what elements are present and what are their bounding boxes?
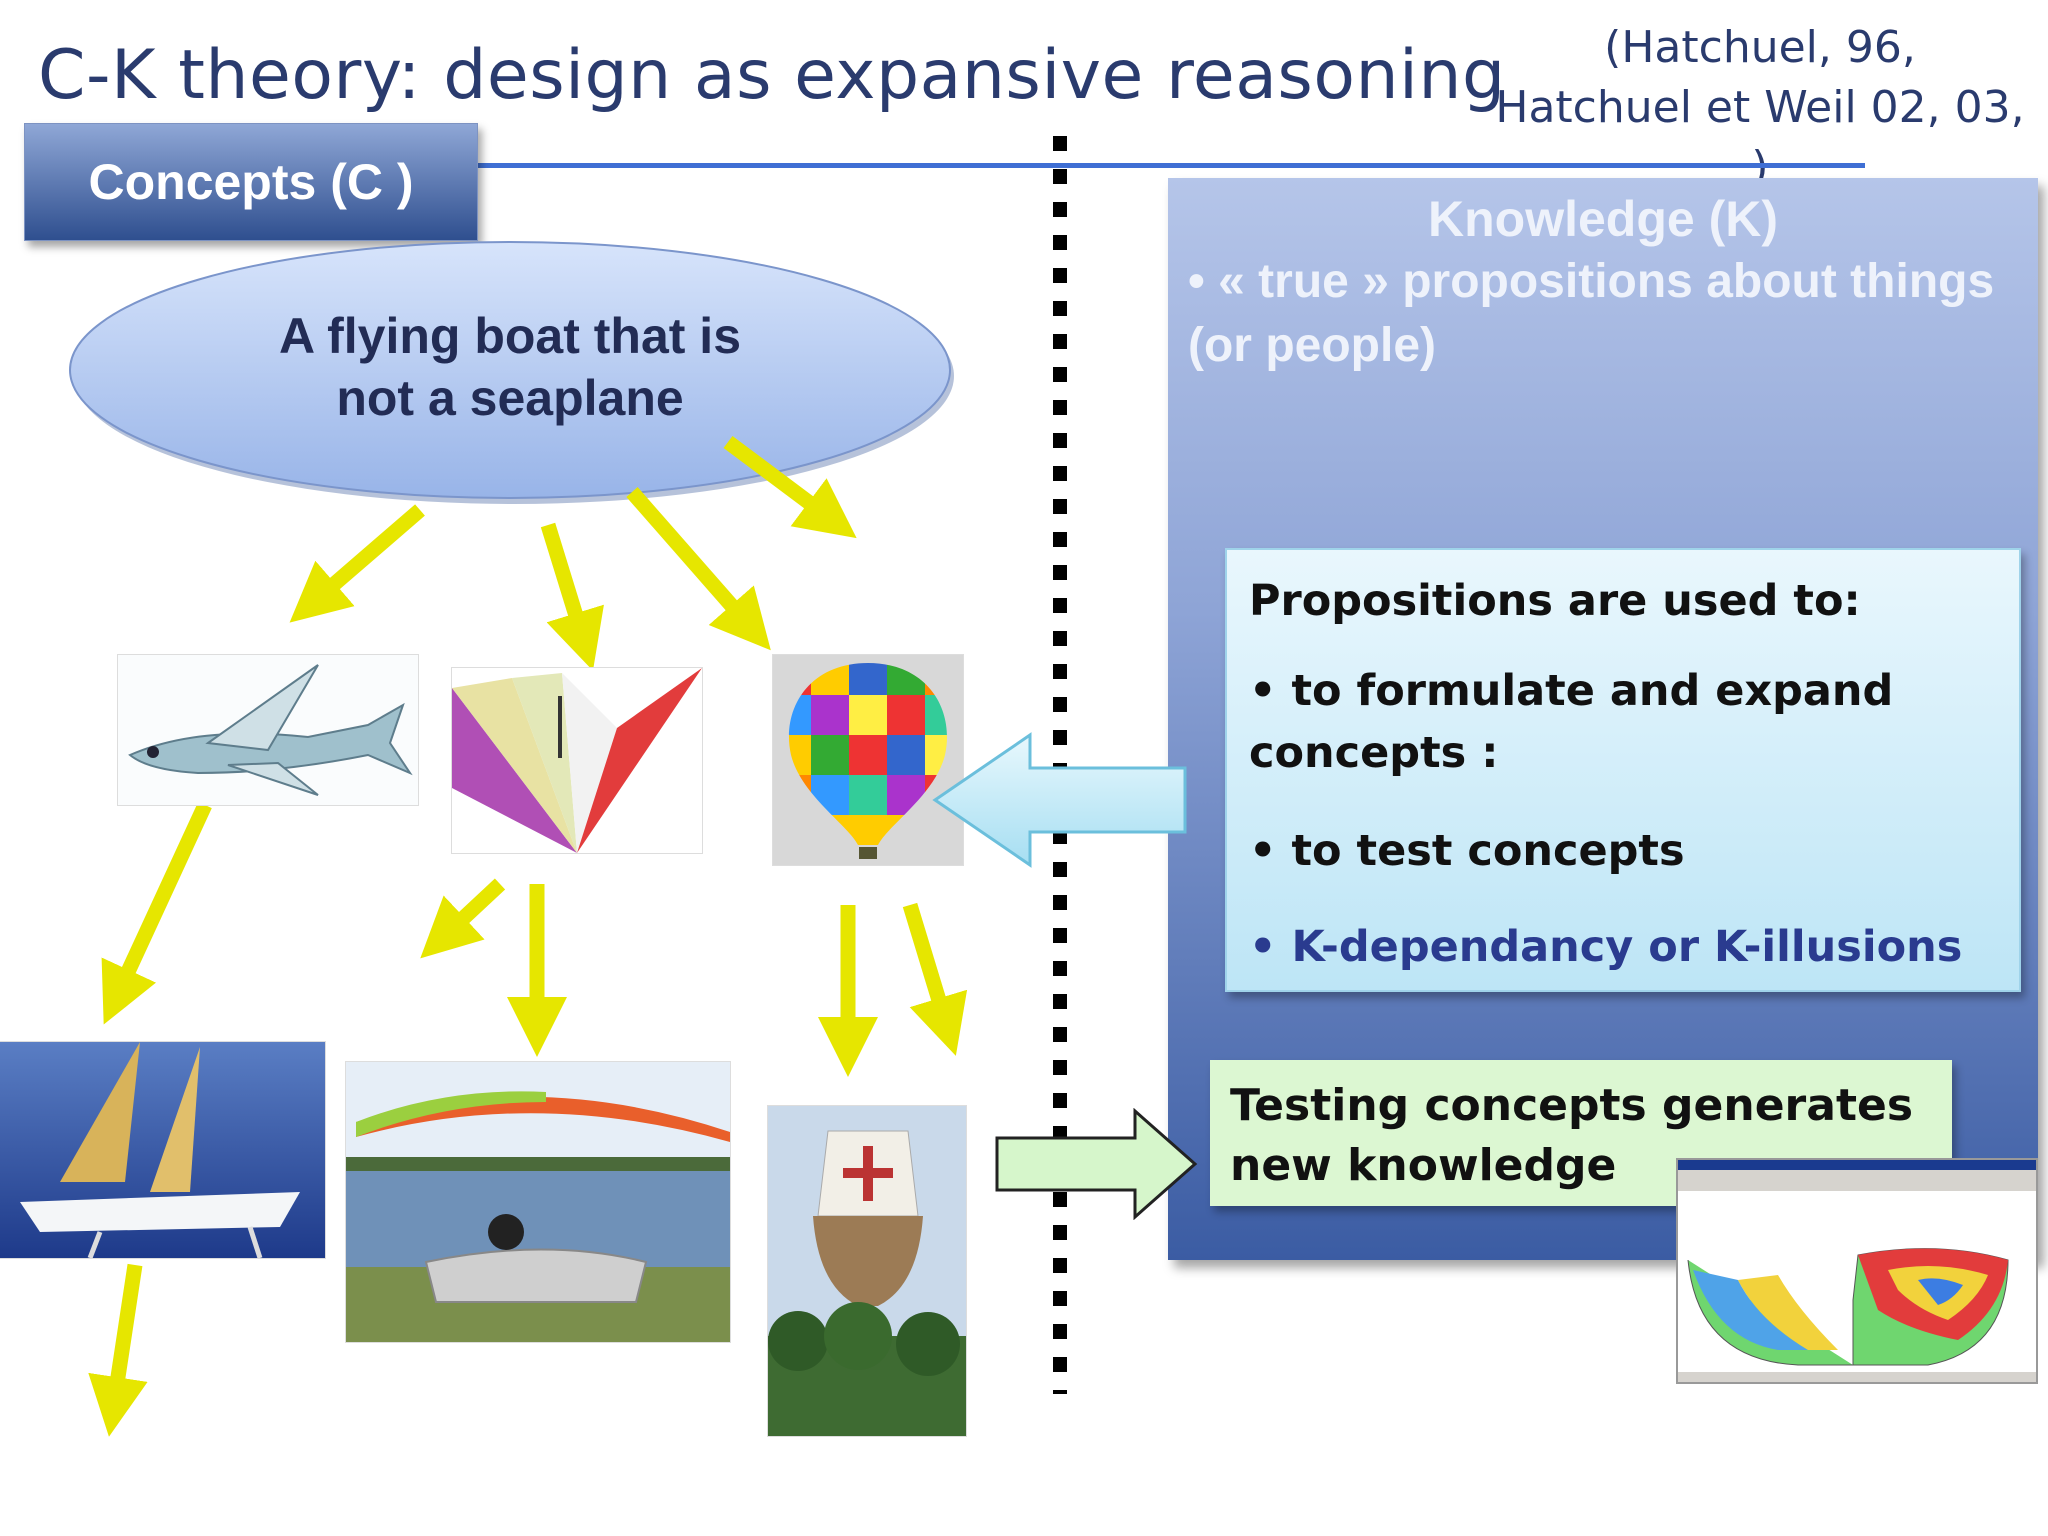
arrow [723,435,857,539]
hot-air-balloon-image [773,655,963,865]
header-divider [470,163,1865,168]
testing-label: Testing concepts generates new knowledge [1230,1080,1914,1191]
paraglider-wing-image [452,668,702,853]
arrow [902,902,968,1056]
flying-fish-image [118,655,418,805]
arrow [88,1263,148,1437]
citation: (Hatchuel, 96, Hatchuel et Weil 02, 03, … [1495,22,2025,193]
cad-software-window-image [1676,1158,2038,1384]
arrow [289,504,425,623]
concept-root-label: A flying boat that is not a seaplane [278,308,742,426]
hydrofoil-trimaran-image [0,1042,325,1258]
c-to-k-arrow [995,1108,1198,1220]
flying-inflatable-boat-image [346,1062,730,1342]
propositions-item-kdependancy: • K-dependancy or K-illusions [1249,922,1963,972]
arrow [626,487,771,651]
k-to-c-arrow [932,732,1187,868]
concept-expansion-arrows [88,435,968,1437]
arrow [101,801,212,1025]
propositions-item-expand: • to formulate and expand concepts : [1249,666,1894,778]
knowledge-description: • « true » propositions about things (or… [1188,255,1995,372]
propositions-heading: Propositions are used to: [1249,576,1861,626]
arrow [420,878,506,959]
page-title: C-K theory: design as expansive reasonin… [38,36,1506,115]
ship-shaped-balloon-image [768,1106,966,1436]
propositions-box: Propositions are used to: • to formulate… [1225,548,2021,992]
c-k-divider [1053,136,1067,1394]
arrow [540,522,604,671]
concepts-tab: Concepts (C ) [24,123,478,241]
propositions-item-test: • to test concepts [1249,826,1685,876]
knowledge-title: Knowledge (K) [1428,191,1778,247]
